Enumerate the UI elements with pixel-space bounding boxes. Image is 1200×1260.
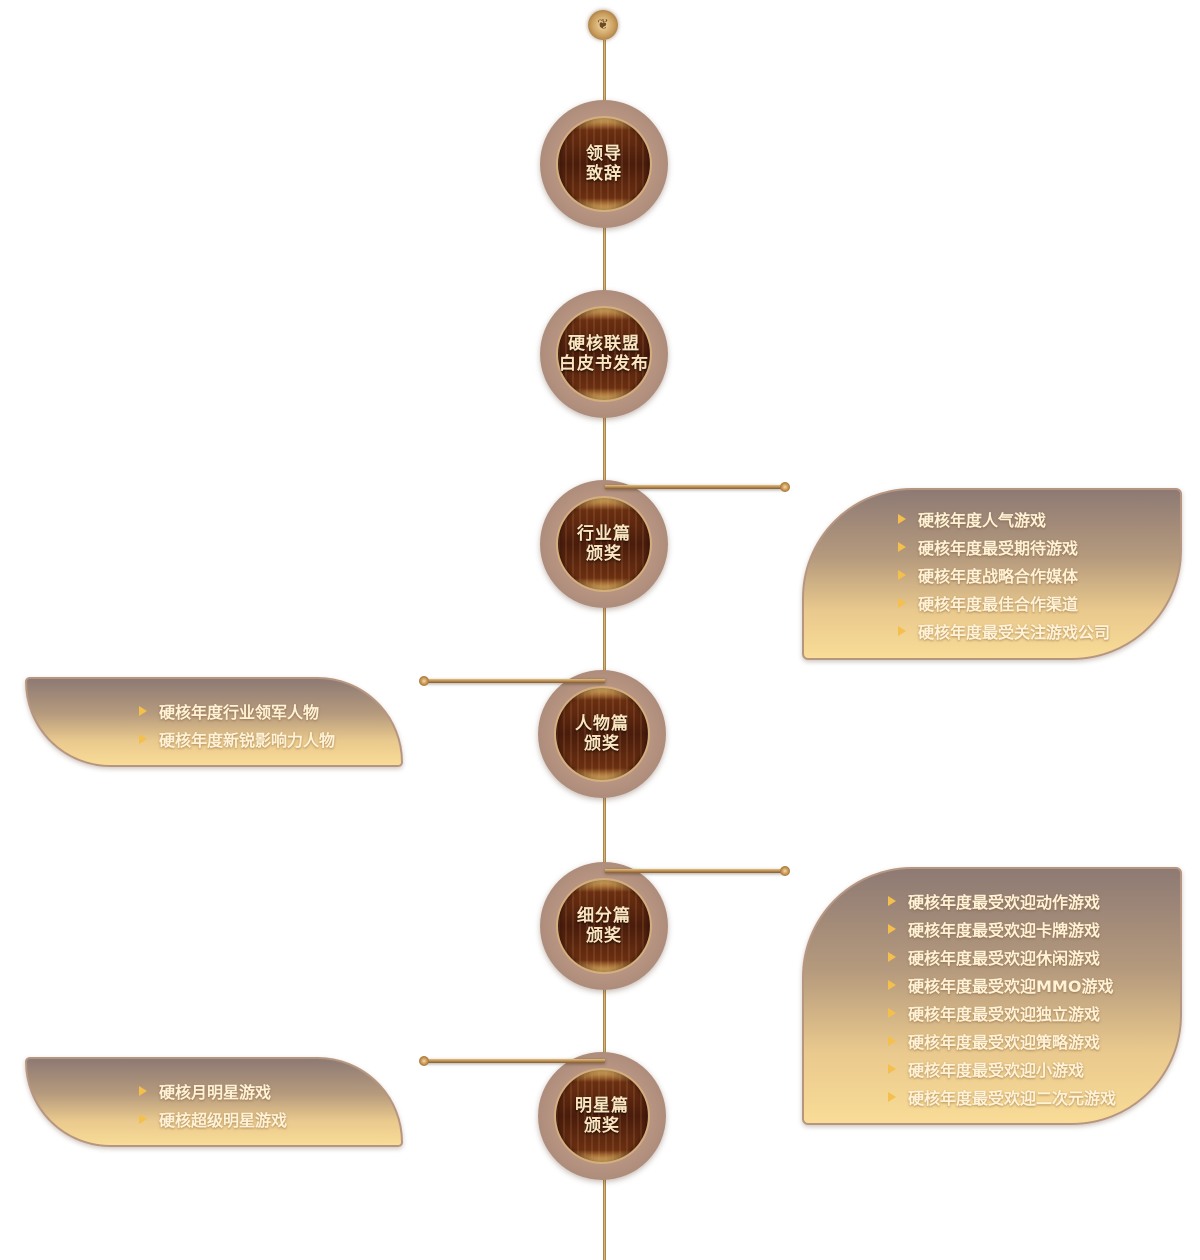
award-name: 硬核年度最受欢迎独立游戏 (908, 1005, 1101, 1024)
node-title-line: 明星篇 (575, 1096, 629, 1116)
list-item[interactable]: 硬核年度最受欢迎休闲游戏 (888, 943, 1116, 971)
node-face: 行业篇 颁奖 (558, 498, 650, 590)
triangle-bullet-icon (139, 1086, 147, 1096)
node-people-awards[interactable]: 人物篇 颁奖 (538, 670, 666, 798)
award-name: 硬核超级明星游戏 (159, 1111, 288, 1130)
list-item[interactable]: 硬核年度最受欢迎MMO游戏 (888, 971, 1116, 999)
award-name: 硬核年度行业领军人物 (159, 703, 320, 722)
triangle-bullet-icon (898, 626, 906, 636)
triangle-bullet-icon (898, 514, 906, 524)
node-industry-awards[interactable]: 行业篇 颁奖 (540, 480, 668, 608)
connector-segment (605, 869, 785, 873)
connector-people (425, 679, 605, 683)
award-name: 硬核年度最受关注游戏公司 (918, 623, 1111, 642)
node-title-line: 细分篇 (577, 906, 631, 926)
award-list: 硬核年度人气游戏 硬核年度最受期待游戏 硬核年度战略合作媒体 硬核年度最佳合作渠… (898, 505, 1110, 645)
award-name: 硬核年度新锐影响力人物 (159, 731, 336, 750)
triangle-bullet-icon (888, 1036, 896, 1046)
award-name: 硬核年度人气游戏 (918, 511, 1047, 530)
list-item[interactable]: 硬核年度战略合作媒体 (898, 561, 1110, 589)
node-face: 明星篇 颁奖 (556, 1070, 648, 1162)
timeline-axis (603, 40, 606, 1260)
connector-end-dot (419, 676, 429, 686)
triangle-bullet-icon (888, 1064, 896, 1074)
list-item[interactable]: 硬核年度新锐影响力人物 (139, 725, 335, 753)
node-title-line: 致辞 (586, 164, 622, 184)
award-name: 硬核月明星游戏 (159, 1083, 272, 1102)
node-title-line: 行业篇 (577, 524, 631, 544)
panel-segment-awards: 硬核年度最受欢迎动作游戏 硬核年度最受欢迎卡牌游戏 硬核年度最受欢迎休闲游戏 硬… (802, 867, 1182, 1125)
list-item[interactable]: 硬核年度人气游戏 (898, 505, 1110, 533)
award-name: 硬核年度最受欢迎休闲游戏 (908, 949, 1101, 968)
node-title-line: 白皮书发布 (559, 354, 649, 374)
node-face: 细分篇 颁奖 (558, 880, 650, 972)
triangle-bullet-icon (888, 896, 896, 906)
node-title-line: 颁奖 (586, 544, 622, 564)
laurel-emblem-icon: ❦ (588, 10, 618, 40)
connector-end-dot (780, 866, 790, 876)
award-list: 硬核月明星游戏 硬核超级明星游戏 (139, 1077, 287, 1133)
node-leader-speech[interactable]: 领导 致辞 (540, 100, 668, 228)
list-item[interactable]: 硬核年度最受欢迎卡牌游戏 (888, 915, 1116, 943)
node-title-line: 硬核联盟 (568, 334, 640, 354)
connector-end-dot (780, 482, 790, 492)
connector-star (425, 1059, 605, 1063)
list-item[interactable]: 硬核年度最受欢迎小游戏 (888, 1055, 1116, 1083)
award-name: 硬核年度最受欢迎动作游戏 (908, 893, 1101, 912)
list-item[interactable]: 硬核年度最受欢迎二次元游戏 (888, 1083, 1116, 1111)
node-segment-awards[interactable]: 细分篇 颁奖 (540, 862, 668, 990)
panel-people-awards: 硬核年度行业领军人物 硬核年度新锐影响力人物 (25, 677, 403, 767)
list-item[interactable]: 硬核年度最受欢迎动作游戏 (888, 887, 1116, 915)
award-name: 硬核年度最受欢迎卡牌游戏 (908, 921, 1101, 940)
triangle-bullet-icon (898, 598, 906, 608)
triangle-bullet-icon (888, 1008, 896, 1018)
award-name: 硬核年度最受欢迎MMO游戏 (908, 977, 1114, 996)
triangle-bullet-icon (139, 1114, 147, 1124)
award-name: 硬核年度最受欢迎二次元游戏 (908, 1089, 1117, 1108)
node-face: 硬核联盟 白皮书发布 (558, 308, 650, 400)
node-title-line: 人物篇 (575, 714, 629, 734)
triangle-bullet-icon (139, 706, 147, 716)
panel-star-awards: 硬核月明星游戏 硬核超级明星游戏 (25, 1057, 403, 1147)
node-title-line: 领导 (586, 144, 622, 164)
award-name: 硬核年度最受欢迎策略游戏 (908, 1033, 1101, 1052)
award-name: 硬核年度战略合作媒体 (918, 567, 1079, 586)
node-face: 人物篇 颁奖 (556, 688, 648, 780)
node-star-awards[interactable]: 明星篇 颁奖 (538, 1052, 666, 1180)
list-item[interactable]: 硬核年度最佳合作渠道 (898, 589, 1110, 617)
triangle-bullet-icon (898, 542, 906, 552)
connector-industry (605, 485, 785, 489)
node-title-line: 颁奖 (584, 734, 620, 754)
list-item[interactable]: 硬核月明星游戏 (139, 1077, 287, 1105)
triangle-bullet-icon (139, 734, 147, 744)
triangle-bullet-icon (898, 570, 906, 580)
list-item[interactable]: 硬核年度最受欢迎策略游戏 (888, 1027, 1116, 1055)
award-list: 硬核年度行业领军人物 硬核年度新锐影响力人物 (139, 697, 335, 753)
award-list: 硬核年度最受欢迎动作游戏 硬核年度最受欢迎卡牌游戏 硬核年度最受欢迎休闲游戏 硬… (888, 887, 1116, 1111)
list-item[interactable]: 硬核超级明星游戏 (139, 1105, 287, 1133)
triangle-bullet-icon (888, 1092, 896, 1102)
award-name: 硬核年度最受欢迎小游戏 (908, 1061, 1085, 1080)
node-title-line: 颁奖 (586, 926, 622, 946)
triangle-bullet-icon (888, 924, 896, 934)
award-name: 硬核年度最受期待游戏 (918, 539, 1079, 558)
list-item[interactable]: 硬核年度最受关注游戏公司 (898, 617, 1110, 645)
node-face: 领导 致辞 (558, 118, 650, 210)
panel-industry-awards: 硬核年度人气游戏 硬核年度最受期待游戏 硬核年度战略合作媒体 硬核年度最佳合作渠… (802, 488, 1182, 660)
list-item[interactable]: 硬核年度最受欢迎独立游戏 (888, 999, 1116, 1027)
triangle-bullet-icon (888, 980, 896, 990)
list-item[interactable]: 硬核年度行业领军人物 (139, 697, 335, 725)
node-whitepaper-release[interactable]: 硬核联盟 白皮书发布 (540, 290, 668, 418)
list-item[interactable]: 硬核年度最受期待游戏 (898, 533, 1110, 561)
connector-end-dot (419, 1056, 429, 1066)
node-title-line: 颁奖 (584, 1116, 620, 1136)
award-name: 硬核年度最佳合作渠道 (918, 595, 1079, 614)
triangle-bullet-icon (888, 952, 896, 962)
